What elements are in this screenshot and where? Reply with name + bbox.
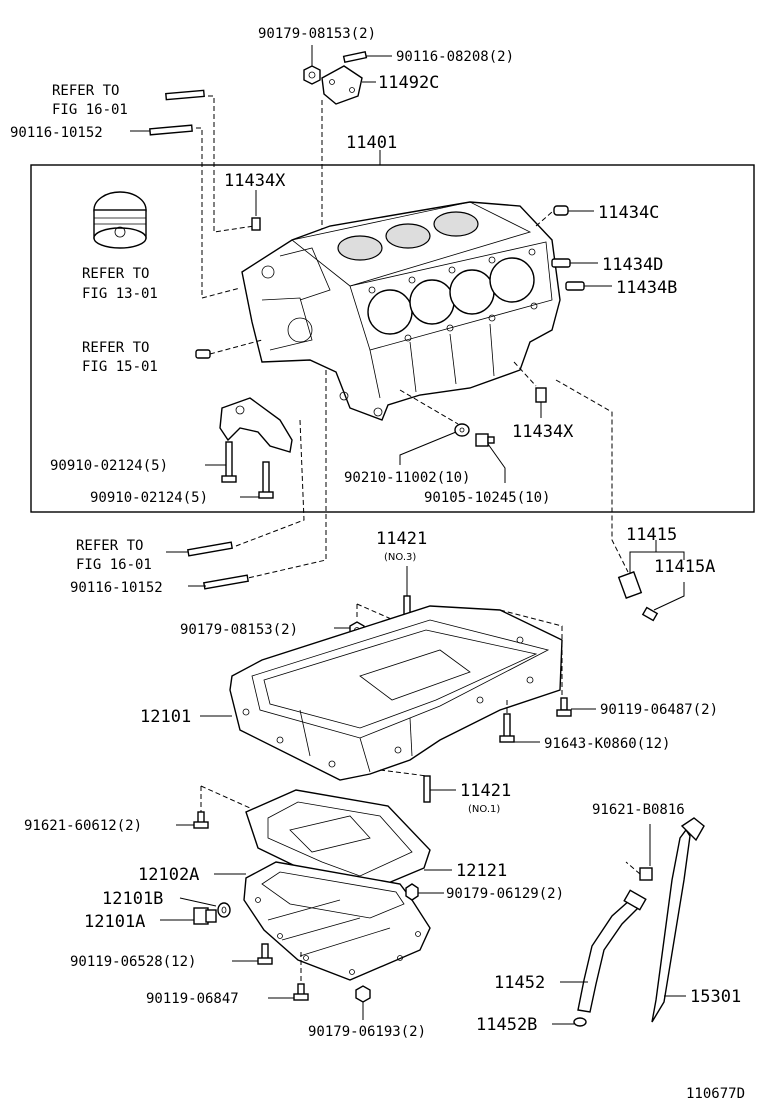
label-90116-08208: 90116-08208(2) (396, 49, 514, 65)
label-11421-bottom: 11421 (460, 781, 511, 801)
bolt-90119-06847-icon[interactable] (293, 983, 309, 1001)
label-11452: 11452 (494, 973, 545, 993)
stud-11421-no1-icon[interactable] (423, 775, 431, 803)
oil-level-sensor-icon[interactable] (617, 571, 643, 599)
label-90116-10152-top: 90116-10152 (10, 125, 103, 141)
label-refer-13-01-line1: REFER TO (82, 266, 149, 282)
label-refer-16-01-bottom-line2: FIG 16-01 (76, 557, 152, 573)
oil-pan-lower-icon[interactable] (243, 861, 431, 981)
nut-top-icon[interactable] (303, 65, 321, 85)
label-90179-08153-top: 90179-08153(2) (258, 26, 376, 42)
pin-11434c-icon[interactable] (553, 205, 569, 216)
label-11415a: 11415A (654, 557, 715, 577)
washer-90210-icon[interactable] (454, 423, 470, 437)
stud-90116-top-icon[interactable] (149, 124, 193, 136)
dipstick-guide-icon[interactable] (577, 889, 647, 1013)
dipstick-icon[interactable] (651, 817, 705, 1023)
bolt-90119-06528-icon[interactable] (257, 943, 273, 965)
label-91621-b0816: 91621-B0816 (592, 802, 685, 818)
label-90179-08153-mid: 90179-08153(2) (180, 622, 298, 638)
bolt-91621-60612-icon[interactable] (193, 811, 209, 829)
label-90179-06129: 90179-06129(2) (446, 886, 564, 902)
sensor-bolt-icon[interactable] (641, 606, 659, 622)
knock-pin-11434x-bottom-icon[interactable] (535, 387, 547, 403)
drawing-id: 110677D (686, 1086, 745, 1102)
label-11434d: 11434D (602, 255, 663, 275)
label-11421-bottom-note: (NO.1) (468, 804, 500, 815)
label-11434b: 11434B (616, 278, 677, 298)
knock-pin-11434x-top-icon[interactable] (251, 217, 261, 231)
pin-refer-15-icon[interactable] (195, 349, 211, 359)
bolt-90910-a-icon[interactable] (221, 441, 237, 483)
label-90119-06487: 90119-06487(2) (600, 702, 718, 718)
label-90119-06528: 90119-06528(12) (70, 954, 196, 970)
guide-bolt-91621-b0816-icon[interactable] (639, 867, 653, 881)
label-90105-10245: 90105-10245(10) (424, 490, 550, 506)
dipstick-guide-oring-icon[interactable] (573, 1017, 587, 1027)
label-12101b: 12101B (102, 889, 163, 909)
nut-90179-06129-icon[interactable] (405, 883, 419, 901)
nut-90179-06193-icon[interactable] (355, 985, 371, 1003)
label-11492c: 11492C (378, 73, 439, 93)
stud-refer-top-icon[interactable] (165, 89, 205, 101)
stud-refer-bottom-icon[interactable] (187, 541, 233, 557)
label-11434x-bottom: 11434X (512, 422, 574, 442)
pin-11434b-icon[interactable] (565, 281, 585, 291)
label-90910-02124-b: 90910-02124(5) (90, 490, 208, 506)
label-12101: 12101 (140, 707, 191, 727)
label-refer-13-01-line2: FIG 13-01 (82, 286, 158, 302)
stud-90116-bottom-icon[interactable] (203, 574, 249, 590)
label-90179-06193: 90179-06193(2) (308, 1024, 426, 1040)
label-11452b: 11452B (476, 1015, 537, 1035)
label-refer-16-01-top-line1: REFER TO (52, 83, 119, 99)
bolt-90119-06487-icon[interactable] (556, 697, 572, 717)
label-12121: 12121 (456, 861, 507, 881)
engine-block-frame (30, 164, 755, 513)
oil-pan-upper-icon[interactable] (229, 605, 563, 781)
label-90210-11002: 90210-11002(10) (344, 470, 470, 486)
label-11421-top-note: (NO.3) (384, 552, 416, 563)
label-refer-15-01-line1: REFER TO (82, 340, 149, 356)
label-90116-10152-bottom: 90116-10152 (70, 580, 163, 596)
label-refer-16-01-top-line2: FIG 16-01 (52, 102, 128, 118)
label-refer-16-01-bottom-line1: REFER TO (76, 538, 143, 554)
bearing-cap-icon[interactable] (219, 397, 293, 453)
label-15301: 15301 (690, 987, 741, 1007)
label-12101a: 12101A (84, 912, 145, 932)
cylinder-block-icon[interactable] (241, 201, 561, 421)
label-90119-06847: 90119-06847 (146, 991, 239, 1007)
baffle-plate-icon[interactable] (245, 789, 431, 895)
label-11421-top: 11421 (376, 529, 427, 549)
bolt-90910-b-icon[interactable] (258, 461, 274, 499)
stud-bolt-top-icon[interactable] (342, 50, 368, 64)
drain-plug-icon[interactable] (193, 907, 217, 925)
drain-gasket-icon[interactable] (217, 902, 231, 918)
label-12102a: 12102A (138, 865, 199, 885)
plug-90105-icon[interactable] (475, 433, 495, 447)
label-11434x-top: 11434X (224, 171, 286, 191)
piston-icon[interactable] (93, 191, 147, 249)
label-90910-02124-a: 90910-02124(5) (50, 458, 168, 474)
label-91621-60612: 91621-60612(2) (24, 818, 142, 834)
label-11401: 11401 (346, 133, 397, 153)
label-11434c: 11434C (598, 203, 659, 223)
label-11415: 11415 (626, 525, 677, 545)
bolt-91643-icon[interactable] (499, 713, 515, 743)
pin-11434d-icon[interactable] (551, 258, 571, 268)
cover-plate-icon[interactable] (321, 65, 363, 105)
label-refer-15-01-line2: FIG 15-01 (82, 359, 158, 375)
label-91643-k0860: 91643-K0860(12) (544, 736, 670, 752)
